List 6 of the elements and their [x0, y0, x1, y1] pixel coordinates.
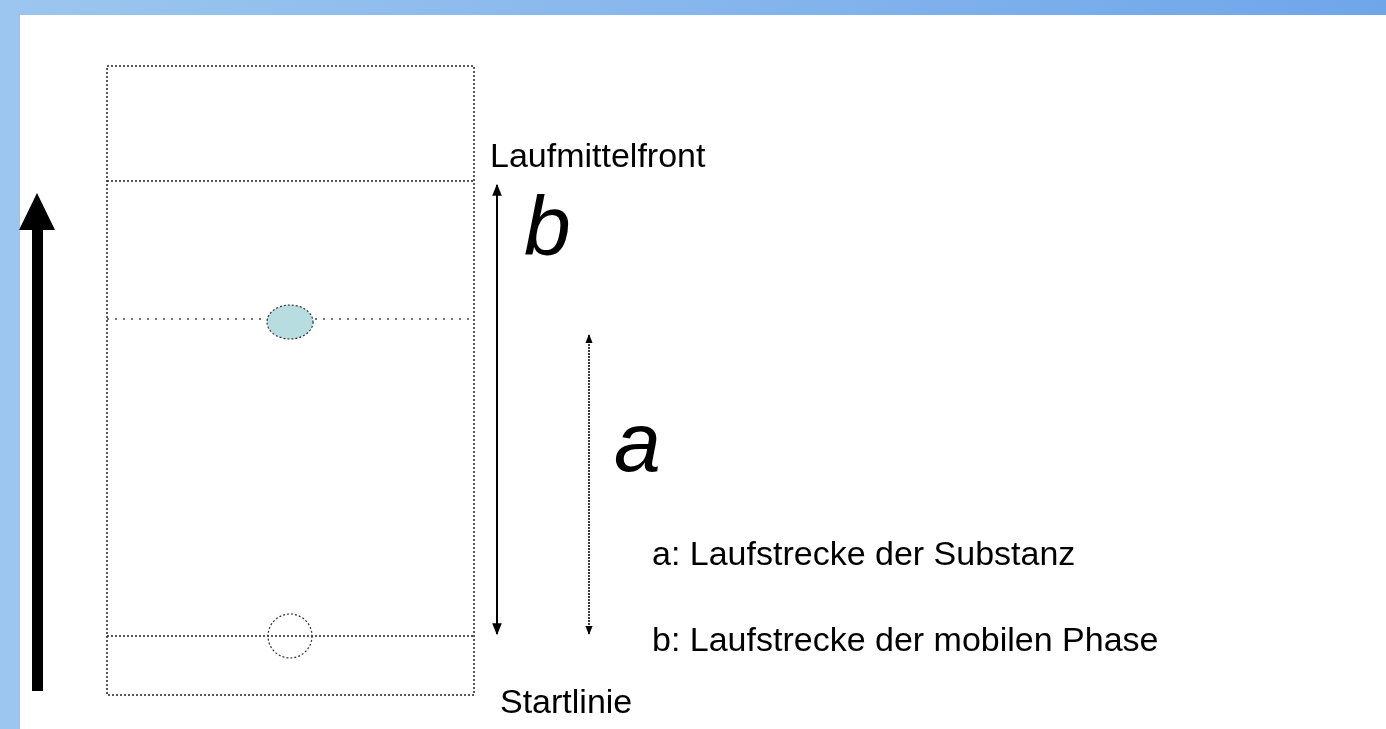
- distance-label: a: [614, 400, 661, 484]
- line-label: Startlinie: [500, 681, 633, 722]
- legend-text: b: Laufstrecke der mobilen Phase: [652, 619, 1159, 660]
- line-label: Laufmittelfront: [490, 135, 706, 176]
- legend-text: a: Laufstrecke der Substanz: [652, 533, 1076, 574]
- distance-label: b: [524, 184, 571, 268]
